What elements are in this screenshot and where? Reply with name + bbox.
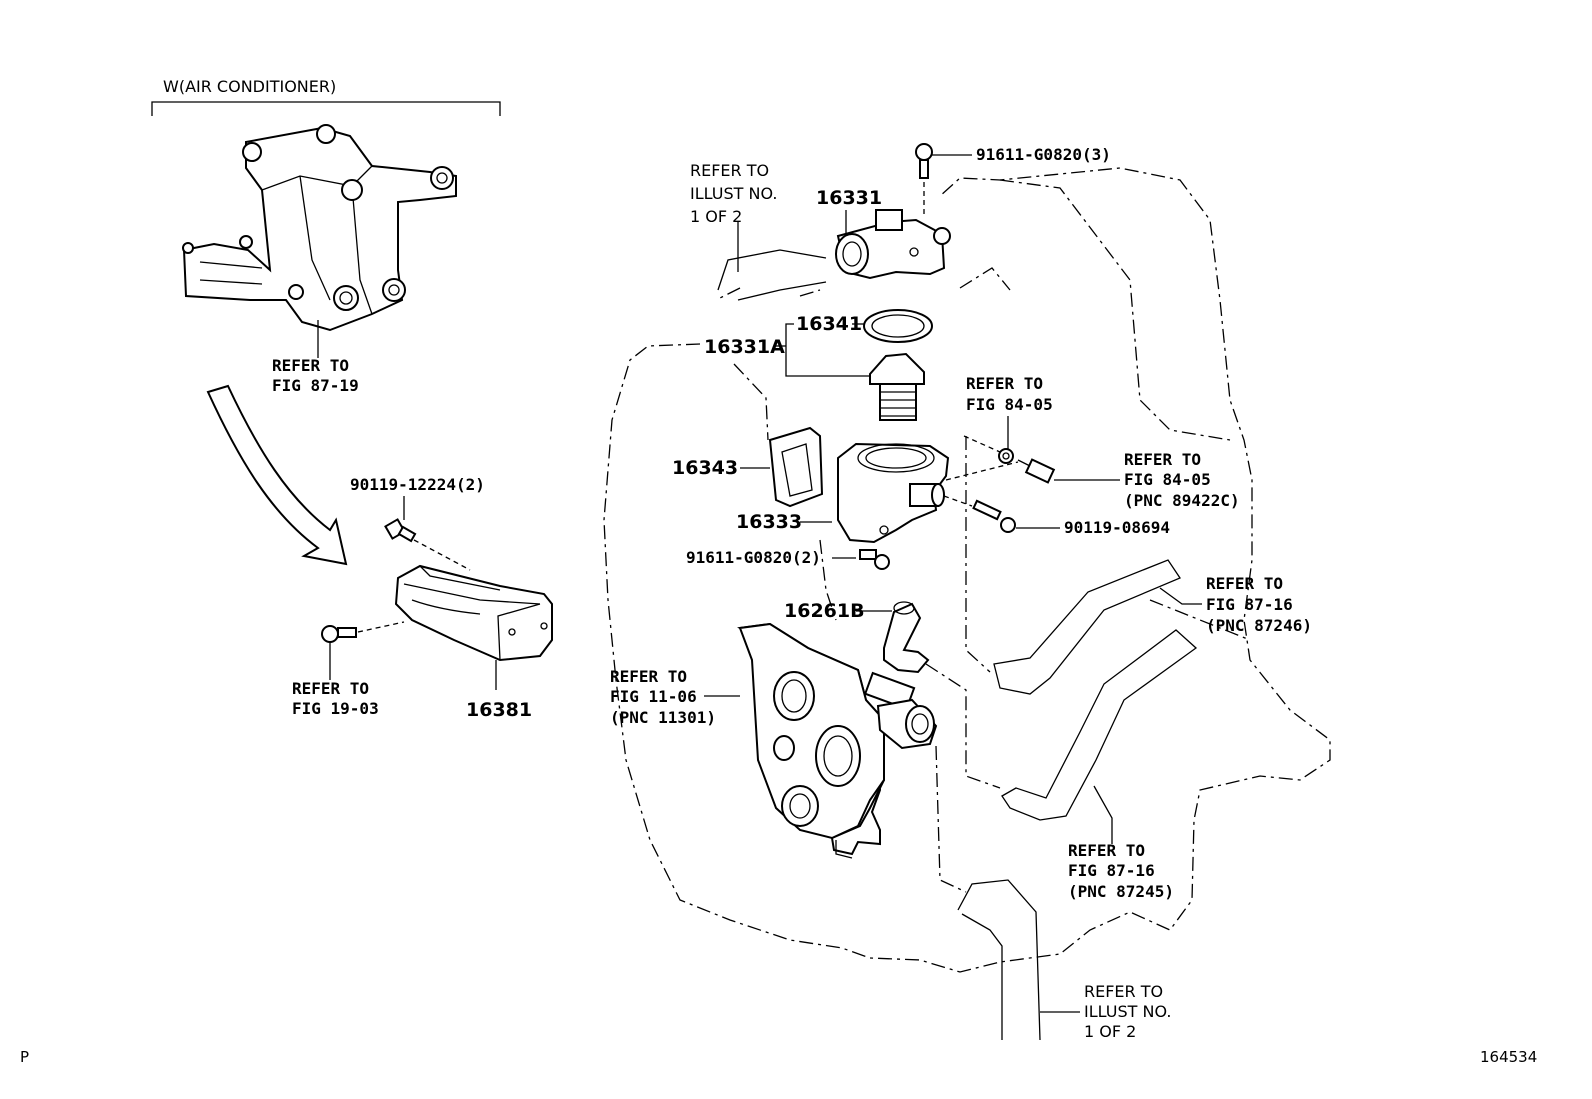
ref-fig-87-16b-line1: REFER TO <box>1068 841 1145 860</box>
label-16333: 16333 <box>736 511 802 533</box>
hose-87245-illustration <box>1001 629 1198 821</box>
ref-fig-84-05b-line1: REFER TO <box>1124 450 1201 469</box>
image-number: 164534 <box>1480 1048 1537 1066</box>
label-16331: 16331 <box>816 187 882 209</box>
ref-fig-87-19-line1: REFER TO <box>272 356 349 375</box>
transition-arrow-icon <box>206 384 348 566</box>
label-16331A: 16331A <box>704 336 785 358</box>
gasket-16341-illustration <box>863 309 933 343</box>
ref-fig-84-05b-line3: (PNC 89422C) <box>1124 491 1240 510</box>
thermostat-16331A-illustration <box>869 352 925 421</box>
ref-fig-87-16b-line3: (PNC 87245) <box>1068 882 1174 901</box>
gasket-16343-illustration <box>768 426 824 508</box>
bolt-90119-12224-icon <box>384 518 417 543</box>
water-pump-illustration <box>737 622 938 859</box>
compressor-bracket-illustration <box>182 124 457 332</box>
ac-bracket-group: W(AIR CONDITIONER) REFER TO FIG 87-19 <box>151 77 553 721</box>
temperature-sensor-icon <box>1017 458 1056 484</box>
ref-fig-84-05a-line1: REFER TO <box>966 374 1043 393</box>
variant-label: W(AIR CONDITIONER) <box>163 77 336 96</box>
bracket-16381-illustration <box>394 564 553 662</box>
ref-fig-84-05a-line2: FIG 84-05 <box>966 395 1053 414</box>
left-corner-mark: P <box>20 1048 29 1066</box>
hose-16261B-illustration <box>883 601 930 674</box>
ref-fig-87-16b-line2: FIG 87-16 <box>1068 861 1155 880</box>
engine-group: REFER TO ILLUST NO. 1 OF 2 91611-G0820(3… <box>603 143 1331 1041</box>
label-91611-top: 91611-G0820(3) <box>976 145 1111 164</box>
ref-fig-87-19-line2: FIG 87-19 <box>272 376 359 395</box>
ref-fig-11-06-line1: REFER TO <box>610 667 687 686</box>
bolt-fig-19-03-icon <box>321 625 357 643</box>
bottom-hose-illustration <box>957 879 1041 1041</box>
ref-fig-11-06-line3: (PNC 11301) <box>610 708 716 727</box>
label-90119-08694: 90119-08694 <box>1064 518 1170 537</box>
label-16343: 16343 <box>672 457 738 479</box>
bolt-91611-mid-icon <box>859 549 890 570</box>
bolt-91611-top-icon <box>915 143 933 179</box>
ref-illust-top-line3: 1 OF 2 <box>690 207 742 226</box>
ref-fig-84-05b-line2: FIG 84-05 <box>1124 470 1211 489</box>
bolt-90119-08694-icon <box>972 499 1016 533</box>
ref-fig-87-16a-line2: FIG 87-16 <box>1206 595 1293 614</box>
ref-fig-19-03-line1: REFER TO <box>292 679 369 698</box>
bypass-hose-87246-illustration <box>993 559 1181 695</box>
ref-illust-bottom-line2: ILLUST NO. <box>1084 1002 1171 1021</box>
engine-outline <box>603 167 1331 973</box>
nut-84-05-icon <box>998 448 1014 464</box>
label-90119-12224: 90119-12224(2) <box>350 475 485 494</box>
ref-fig-11-06-line2: FIG 11-06 <box>610 687 697 706</box>
label-16341: 16341 <box>796 313 862 335</box>
label-16261B: 16261B <box>784 600 865 622</box>
label-16381: 16381 <box>466 699 532 721</box>
ref-fig-87-16a-line3: (PNC 87246) <box>1206 616 1312 635</box>
ref-fig-87-16a-line1: REFER TO <box>1206 574 1283 593</box>
water-outlet-16331-illustration <box>835 209 951 280</box>
ref-illust-bottom-line1: REFER TO <box>1084 982 1163 1001</box>
ref-fig-19-03-line2: FIG 19-03 <box>292 699 379 718</box>
ref-illust-bottom-line3: 1 OF 2 <box>1084 1022 1136 1041</box>
ref-illust-top-line2: ILLUST NO. <box>690 184 777 203</box>
label-91611-mid: 91611-G0820(2) <box>686 548 821 567</box>
housing-16333-illustration <box>837 442 950 544</box>
variant-bracket-line <box>151 101 501 116</box>
ref-illust-top-line1: REFER TO <box>690 161 769 180</box>
